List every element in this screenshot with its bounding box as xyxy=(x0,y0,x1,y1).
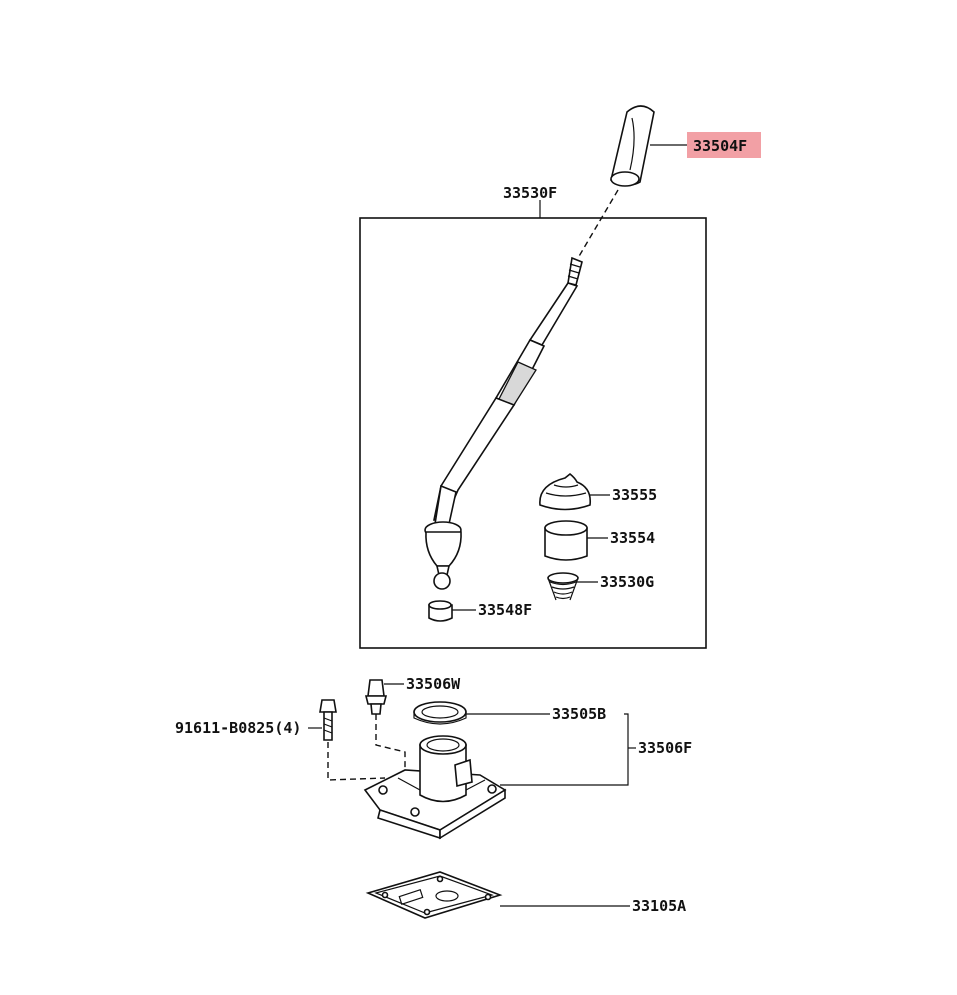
breather-plug-drawing[interactable] xyxy=(364,679,388,715)
breather-plug-dash-line xyxy=(375,714,406,775)
seat-drawing[interactable] xyxy=(428,600,453,622)
part-label-33506F[interactable]: 33506F xyxy=(638,739,692,757)
shift-knob-drawing[interactable] xyxy=(610,105,655,187)
part-label-33530F[interactable]: 33530F xyxy=(503,184,557,202)
part-label-91611-B0825[interactable]: 91611-B0825(4) xyxy=(175,719,301,737)
bolt-dash-line xyxy=(327,742,386,781)
gasket-drawing[interactable] xyxy=(365,871,503,919)
spring-drawing[interactable] xyxy=(547,572,579,601)
shift-lever-drawing[interactable] xyxy=(424,256,583,590)
bushing-drawing[interactable] xyxy=(544,520,588,561)
part-label-33504F[interactable]: 33504F xyxy=(693,137,747,155)
retainer-bracket xyxy=(500,713,629,786)
highlight-box xyxy=(687,132,761,158)
part-label-33506W[interactable]: 33506W xyxy=(406,675,461,693)
knob-dash-line xyxy=(577,189,619,259)
part-label-33555[interactable]: 33555 xyxy=(612,486,657,504)
boot-drawing[interactable] xyxy=(539,472,592,511)
part-label-33530G[interactable]: 33530G xyxy=(600,573,654,591)
part-label-33105A[interactable]: 33105A xyxy=(632,897,686,915)
retainer-housing-drawing[interactable] xyxy=(363,735,507,840)
part-label-33505B[interactable]: 33505B xyxy=(552,705,606,723)
lever-assembly-frame xyxy=(359,217,707,649)
bolt-drawing[interactable] xyxy=(319,699,337,741)
oil-seal-drawing[interactable] xyxy=(413,701,467,725)
part-label-33554[interactable]: 33554 xyxy=(610,529,655,547)
part-label-33548F[interactable]: 33548F xyxy=(478,601,532,619)
